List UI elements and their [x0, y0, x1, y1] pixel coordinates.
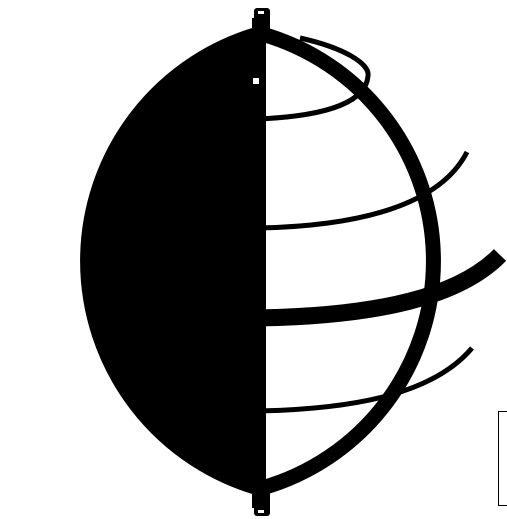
axis-notch	[253, 78, 259, 84]
latitude-line-lower	[258, 348, 472, 411]
equator-band	[258, 255, 500, 318]
corner-bracket	[498, 411, 507, 506]
shaded-hemisphere	[81, 26, 262, 496]
central-axis	[252, 18, 266, 508]
latitude-lines	[258, 38, 500, 411]
